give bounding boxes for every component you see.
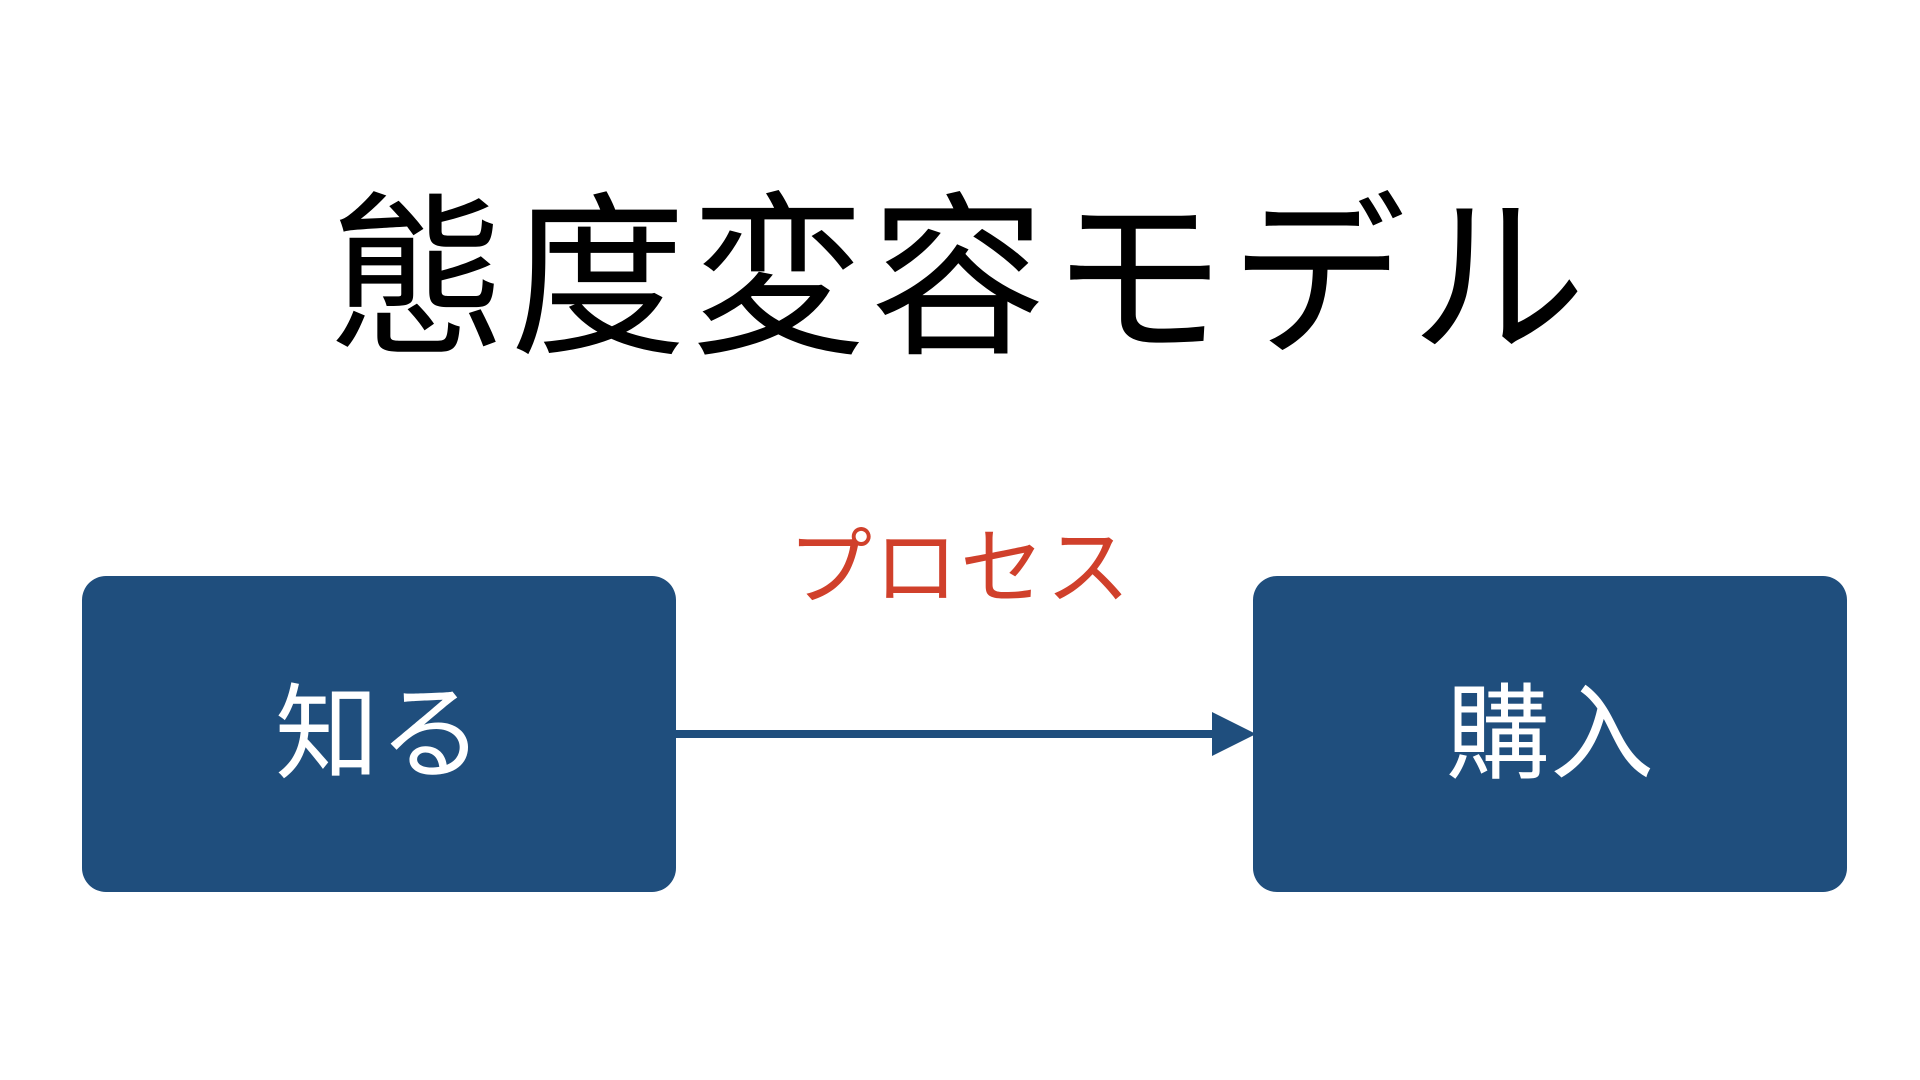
arrow-head	[1212, 712, 1256, 756]
start-node-know: 知る	[82, 576, 676, 892]
diagram-title: 態度変容モデル	[329, 177, 1590, 382]
end-node-purchase: 購入	[1253, 576, 1847, 892]
arrow-right-icon	[676, 712, 1256, 756]
start-node-label: 知る	[274, 673, 483, 795]
end-node-label: 購入	[1445, 673, 1654, 795]
process-label: プロセス	[787, 519, 1132, 617]
